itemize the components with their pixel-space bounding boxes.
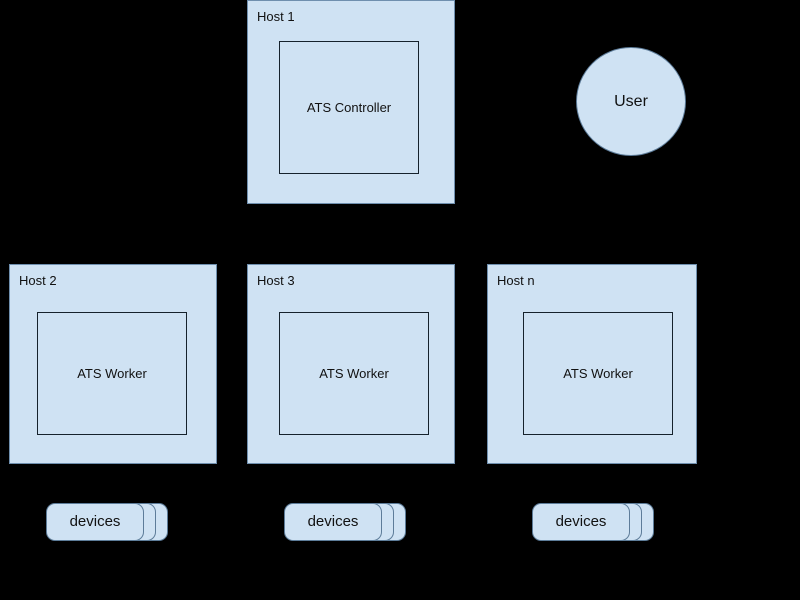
component-label: ATS Worker (563, 365, 633, 381)
component-label: ATS Worker (77, 365, 147, 381)
host-box-host-3[interactable]: Host 3 ATS Worker (247, 264, 455, 464)
device-label: devices (307, 513, 359, 530)
component-box-ats-worker[interactable]: ATS Worker (279, 312, 429, 435)
host-label: Host n (497, 273, 535, 288)
device-card-front[interactable]: devices (532, 503, 630, 541)
device-card-front[interactable]: devices (284, 503, 382, 541)
host-box-host-1[interactable]: Host 1 ATS Controller (247, 0, 455, 204)
device-stack-host-3[interactable]: devices (284, 503, 408, 541)
device-card-front[interactable]: devices (46, 503, 144, 541)
device-stack-host-2[interactable]: devices (46, 503, 170, 541)
user-label: User (614, 92, 648, 110)
component-box-ats-controller[interactable]: ATS Controller (279, 41, 419, 174)
user-node[interactable]: User (576, 47, 686, 156)
component-box-ats-worker[interactable]: ATS Worker (37, 312, 187, 435)
host-label: Host 3 (257, 273, 295, 288)
host-box-host-n[interactable]: Host n ATS Worker (487, 264, 697, 464)
host-label: Host 2 (19, 273, 57, 288)
component-box-ats-worker[interactable]: ATS Worker (523, 312, 673, 435)
host-label: Host 1 (257, 9, 295, 24)
component-label: ATS Controller (306, 99, 392, 115)
host-box-host-2[interactable]: Host 2 ATS Worker (9, 264, 217, 464)
device-label: devices (555, 513, 607, 530)
device-stack-host-n[interactable]: devices (532, 503, 656, 541)
device-label: devices (69, 513, 121, 530)
component-label: ATS Worker (319, 365, 389, 381)
